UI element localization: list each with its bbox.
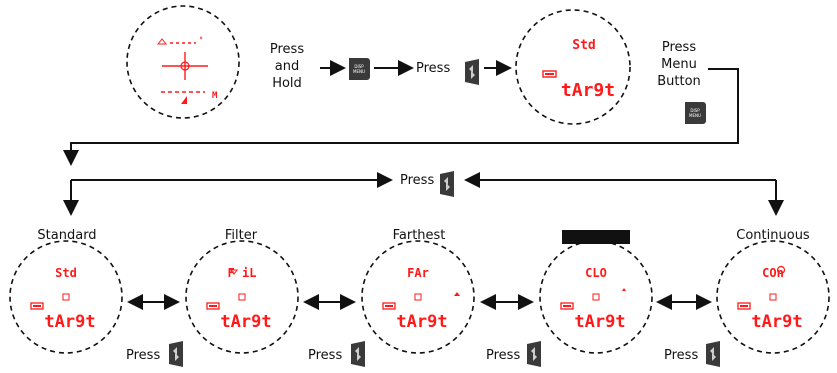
press-label-cycle: Press (400, 173, 435, 188)
menu-return-line (63, 68, 739, 166)
press-button-icon[interactable] (704, 340, 722, 368)
press-button-icon[interactable] (525, 340, 543, 368)
continuous-icon (776, 265, 786, 275)
mode-code-continuous: COn (762, 266, 784, 280)
mode-circles: Std tAr9t F iL tAr9t FAr tAr9t CLO tAr9t COn tAr9… (9, 240, 830, 354)
mode-label-farthest: Farthest (392, 228, 446, 243)
battery-icon (737, 302, 751, 310)
reticle-icon (769, 293, 777, 301)
mode-code-farthest: FAr (407, 266, 429, 280)
mode-display-closest: CLO tAr9t (539, 240, 653, 354)
svg-text:DISP: DISP (354, 64, 364, 69)
reticle-icon (592, 293, 600, 301)
mode-word-closest: tAr9t (574, 312, 625, 332)
press-label-1: Press (126, 348, 161, 363)
press-button-icon[interactable] (349, 340, 367, 368)
press-label-2: Press (308, 348, 343, 363)
battery-icon (206, 302, 220, 310)
menu-button-icon[interactable]: DISP MENU (682, 100, 708, 126)
battery-icon (30, 302, 44, 310)
disp-menu-button-icon[interactable]: DISP MENU (346, 56, 372, 82)
mode-code-standard: Std (55, 266, 77, 280)
mode-label-continuous: Continuous (736, 228, 810, 243)
press-label-3: Press (486, 348, 521, 363)
mode-display-filter: F iL tAr9t (185, 240, 299, 354)
mode-code-closest: CLO (585, 266, 607, 280)
redacted-label-bar (562, 230, 630, 244)
reticle-icon (62, 293, 70, 301)
press-label-top: Press (416, 61, 451, 76)
mode-word-standard: tAr9t (44, 312, 95, 332)
farthest-icon (454, 292, 460, 296)
press-menu-button-label: Press Menu Button (657, 40, 701, 89)
top-display-word: tAr9t (561, 80, 615, 101)
filter-icon (230, 269, 238, 275)
scope-unit: M (212, 91, 218, 101)
svg-text:°: ° (199, 36, 203, 44)
mode-word-filter: tAr9t (220, 312, 271, 332)
top-display-mode: Std (572, 38, 595, 53)
svg-text:DISP: DISP (690, 108, 700, 113)
mode-code-filter: F iL (228, 266, 257, 280)
battery-icon (560, 302, 574, 310)
press-label-4: Press (664, 348, 699, 363)
mode-display-standard: Std tAr9t (9, 240, 123, 354)
battery-icon (382, 302, 396, 310)
scope-display-circle: ° M (126, 5, 240, 119)
std-display-circle: Std tAr9t (515, 9, 631, 125)
press-and-hold-label: Press and Hold (269, 42, 305, 91)
mode-label-standard: Standard (37, 228, 97, 243)
press-button-icon[interactable] (438, 170, 456, 198)
mode-word-farthest: tAr9t (396, 312, 447, 332)
svg-text:MENU: MENU (353, 69, 365, 74)
reticle-icon (414, 293, 422, 301)
reticle-icon (238, 293, 246, 301)
press-button-icon[interactable] (463, 58, 481, 86)
press-button-icon[interactable] (167, 340, 185, 368)
closest-icon (622, 288, 626, 291)
mode-word-continuous: tAr9t (751, 312, 802, 332)
mode-display-continuous: COn tAr9t (716, 240, 830, 354)
svg-text:MENU: MENU (689, 113, 701, 118)
mode-display-farthest: FAr tAr9t (361, 240, 475, 354)
mode-label-filter: Filter (224, 228, 258, 243)
